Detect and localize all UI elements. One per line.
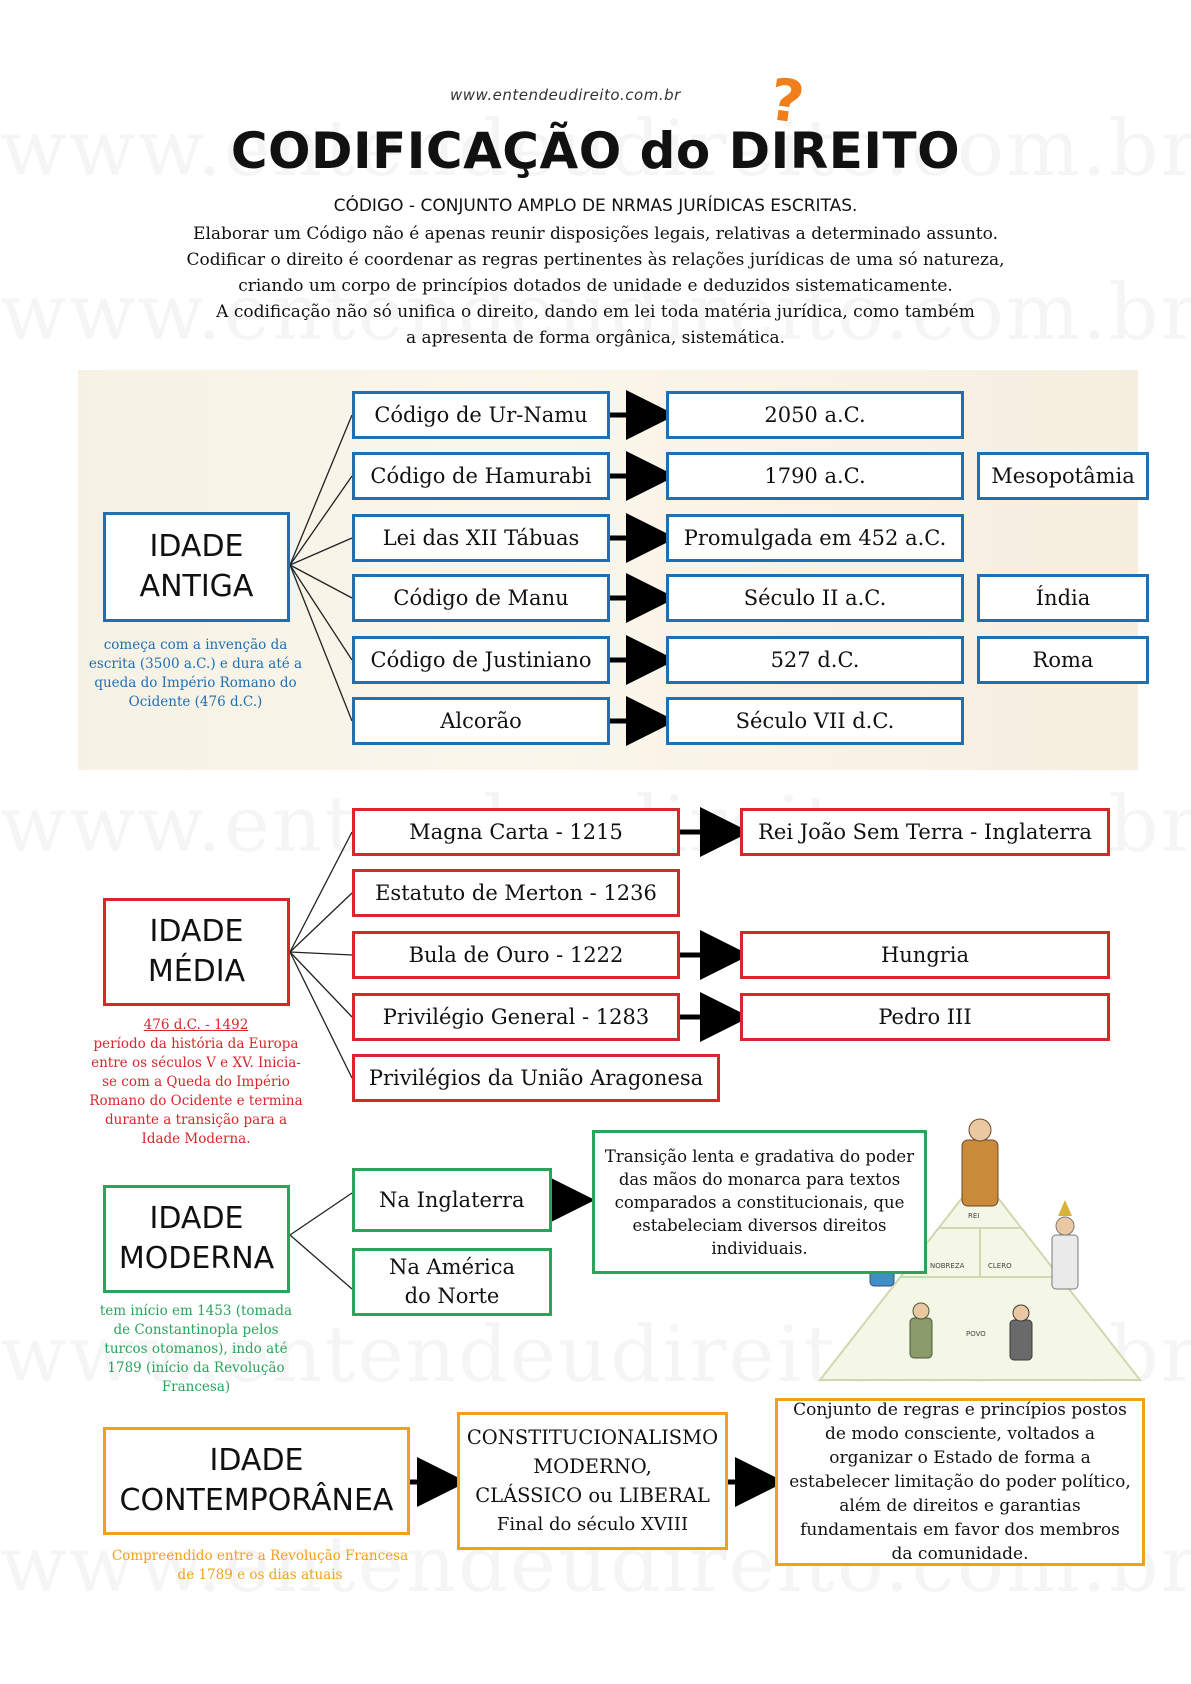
constitucionalismo-line: MODERNO, bbox=[533, 1455, 652, 1478]
era-label: ANTIGA bbox=[139, 569, 254, 604]
detail-box-rei-joao: Rei João Sem Terra - Inglaterra bbox=[740, 808, 1110, 856]
place-box-mesopotamia: Mesopotâmia bbox=[977, 452, 1149, 500]
code-box-alcorao: Alcorão bbox=[352, 697, 610, 745]
era-box-moderna: IDADE MODERNA bbox=[103, 1185, 290, 1293]
page-title: CODIFICAÇÃO do DIREITO bbox=[230, 122, 961, 180]
era-label: IDADE bbox=[149, 529, 244, 564]
era-note-text: período da história da Europa entre os s… bbox=[89, 1036, 303, 1147]
code-box-hamurabi: Código de Hamurabi bbox=[352, 452, 610, 500]
pyramid-label-nobreza: NOBREZA bbox=[930, 1262, 965, 1270]
era-label: MODERNA bbox=[118, 1241, 275, 1276]
code-box-xii-tabuas: Lei das XII Tábuas bbox=[352, 514, 610, 562]
site-url[interactable]: www.entendeudireito.com.br bbox=[450, 86, 681, 104]
region-box-america-norte: Na América do Norte bbox=[352, 1248, 552, 1316]
date-box: 2050 a.C. bbox=[666, 391, 964, 439]
definition-box: Conjunto de regras e princípios postos d… bbox=[775, 1398, 1145, 1566]
place-box-roma: Roma bbox=[977, 636, 1149, 684]
era-note-antiga: começa com a invenção da escrita (3500 a… bbox=[88, 637, 303, 710]
era-note-contemporanea: Compreendido entre a Revolução Francesa … bbox=[111, 1548, 409, 1583]
transition-box: Transição lenta e gradativa do poder das… bbox=[592, 1130, 927, 1274]
place-box-india: Índia bbox=[977, 574, 1149, 622]
pyramid-label-povo: POVO bbox=[966, 1330, 986, 1338]
detail-box-hungria: Hungria bbox=[740, 931, 1110, 979]
pyramid-label-rei: REI bbox=[968, 1212, 980, 1220]
intro-line: Elaborar um Código não é apenas reunir d… bbox=[193, 224, 998, 244]
region-box-inglaterra: Na Inglaterra bbox=[352, 1168, 552, 1232]
date-box: 1790 a.C. bbox=[666, 452, 964, 500]
era-label: IDADE bbox=[209, 1443, 304, 1478]
code-box-privilegio-general: Privilégio General - 1283 bbox=[352, 993, 680, 1041]
era-label: IDADE bbox=[149, 914, 244, 949]
intro-text: Elaborar um Código não é apenas reunir d… bbox=[150, 221, 1041, 351]
constitucionalismo-box: CONSTITUCIONALISMO MODERNO, CLÁSSICO ou … bbox=[457, 1412, 728, 1550]
page-subtitle: CÓDIGO - CONJUNTO AMPLO DE NRMAS JURÍDIC… bbox=[333, 196, 858, 216]
date-box: Século VII d.C. bbox=[666, 697, 964, 745]
code-box-ur-namu: Código de Ur-Namu bbox=[352, 391, 610, 439]
date-box: Promulgada em 452 a.C. bbox=[666, 514, 964, 562]
pyramid-label-clero: CLERO bbox=[988, 1262, 1012, 1270]
code-box-magna-carta: Magna Carta - 1215 bbox=[352, 808, 680, 856]
detail-box-pedro-iii: Pedro III bbox=[740, 993, 1110, 1041]
era-label: CONTEMPORÂNEA bbox=[119, 1483, 394, 1518]
constitucionalismo-line: CONSTITUCIONALISMO bbox=[466, 1426, 719, 1449]
code-box-uniao-aragonesa: Privilégios da União Aragonesa bbox=[352, 1054, 720, 1102]
era-box-contemporanea: IDADE CONTEMPORÂNEA bbox=[103, 1427, 410, 1535]
code-box-manu: Código de Manu bbox=[352, 574, 610, 622]
era-box-antiga: IDADE ANTIGA bbox=[103, 512, 290, 622]
code-box-bula-ouro: Bula de Ouro - 1222 bbox=[352, 931, 680, 979]
era-label: MÉDIA bbox=[147, 954, 246, 989]
code-box-estatuto-merton: Estatuto de Merton - 1236 bbox=[352, 869, 680, 917]
intro-line: criando um corpo de princípios dotados d… bbox=[238, 276, 953, 296]
era-note-moderna: tem início em 1453 (tomada de Constantin… bbox=[99, 1303, 293, 1395]
era-label: IDADE bbox=[149, 1201, 244, 1236]
era-note-date: 476 d.C. - 1492 bbox=[143, 1017, 249, 1033]
intro-line: a apresenta de forma orgânica, sistemáti… bbox=[405, 328, 786, 348]
era-box-media: IDADE MÉDIA bbox=[103, 898, 290, 1006]
social-pyramid-illustration bbox=[817, 1118, 1143, 1381]
constitucionalismo-line: Final do século XVIII bbox=[496, 1514, 689, 1535]
date-box: Século II a.C. bbox=[666, 574, 964, 622]
code-box-justiniano: Código de Justiniano bbox=[352, 636, 610, 684]
era-note-media: 476 d.C. - 1492 período da história da E… bbox=[86, 1016, 306, 1149]
date-box: 527 d.C. bbox=[666, 636, 964, 684]
intro-line: Codificar o direito é coordenar as regra… bbox=[186, 250, 1005, 270]
constitucionalismo-line: CLÁSSICO ou LIBERAL bbox=[475, 1484, 710, 1507]
intro-line: A codificação não só unifica o direito, … bbox=[216, 302, 975, 322]
